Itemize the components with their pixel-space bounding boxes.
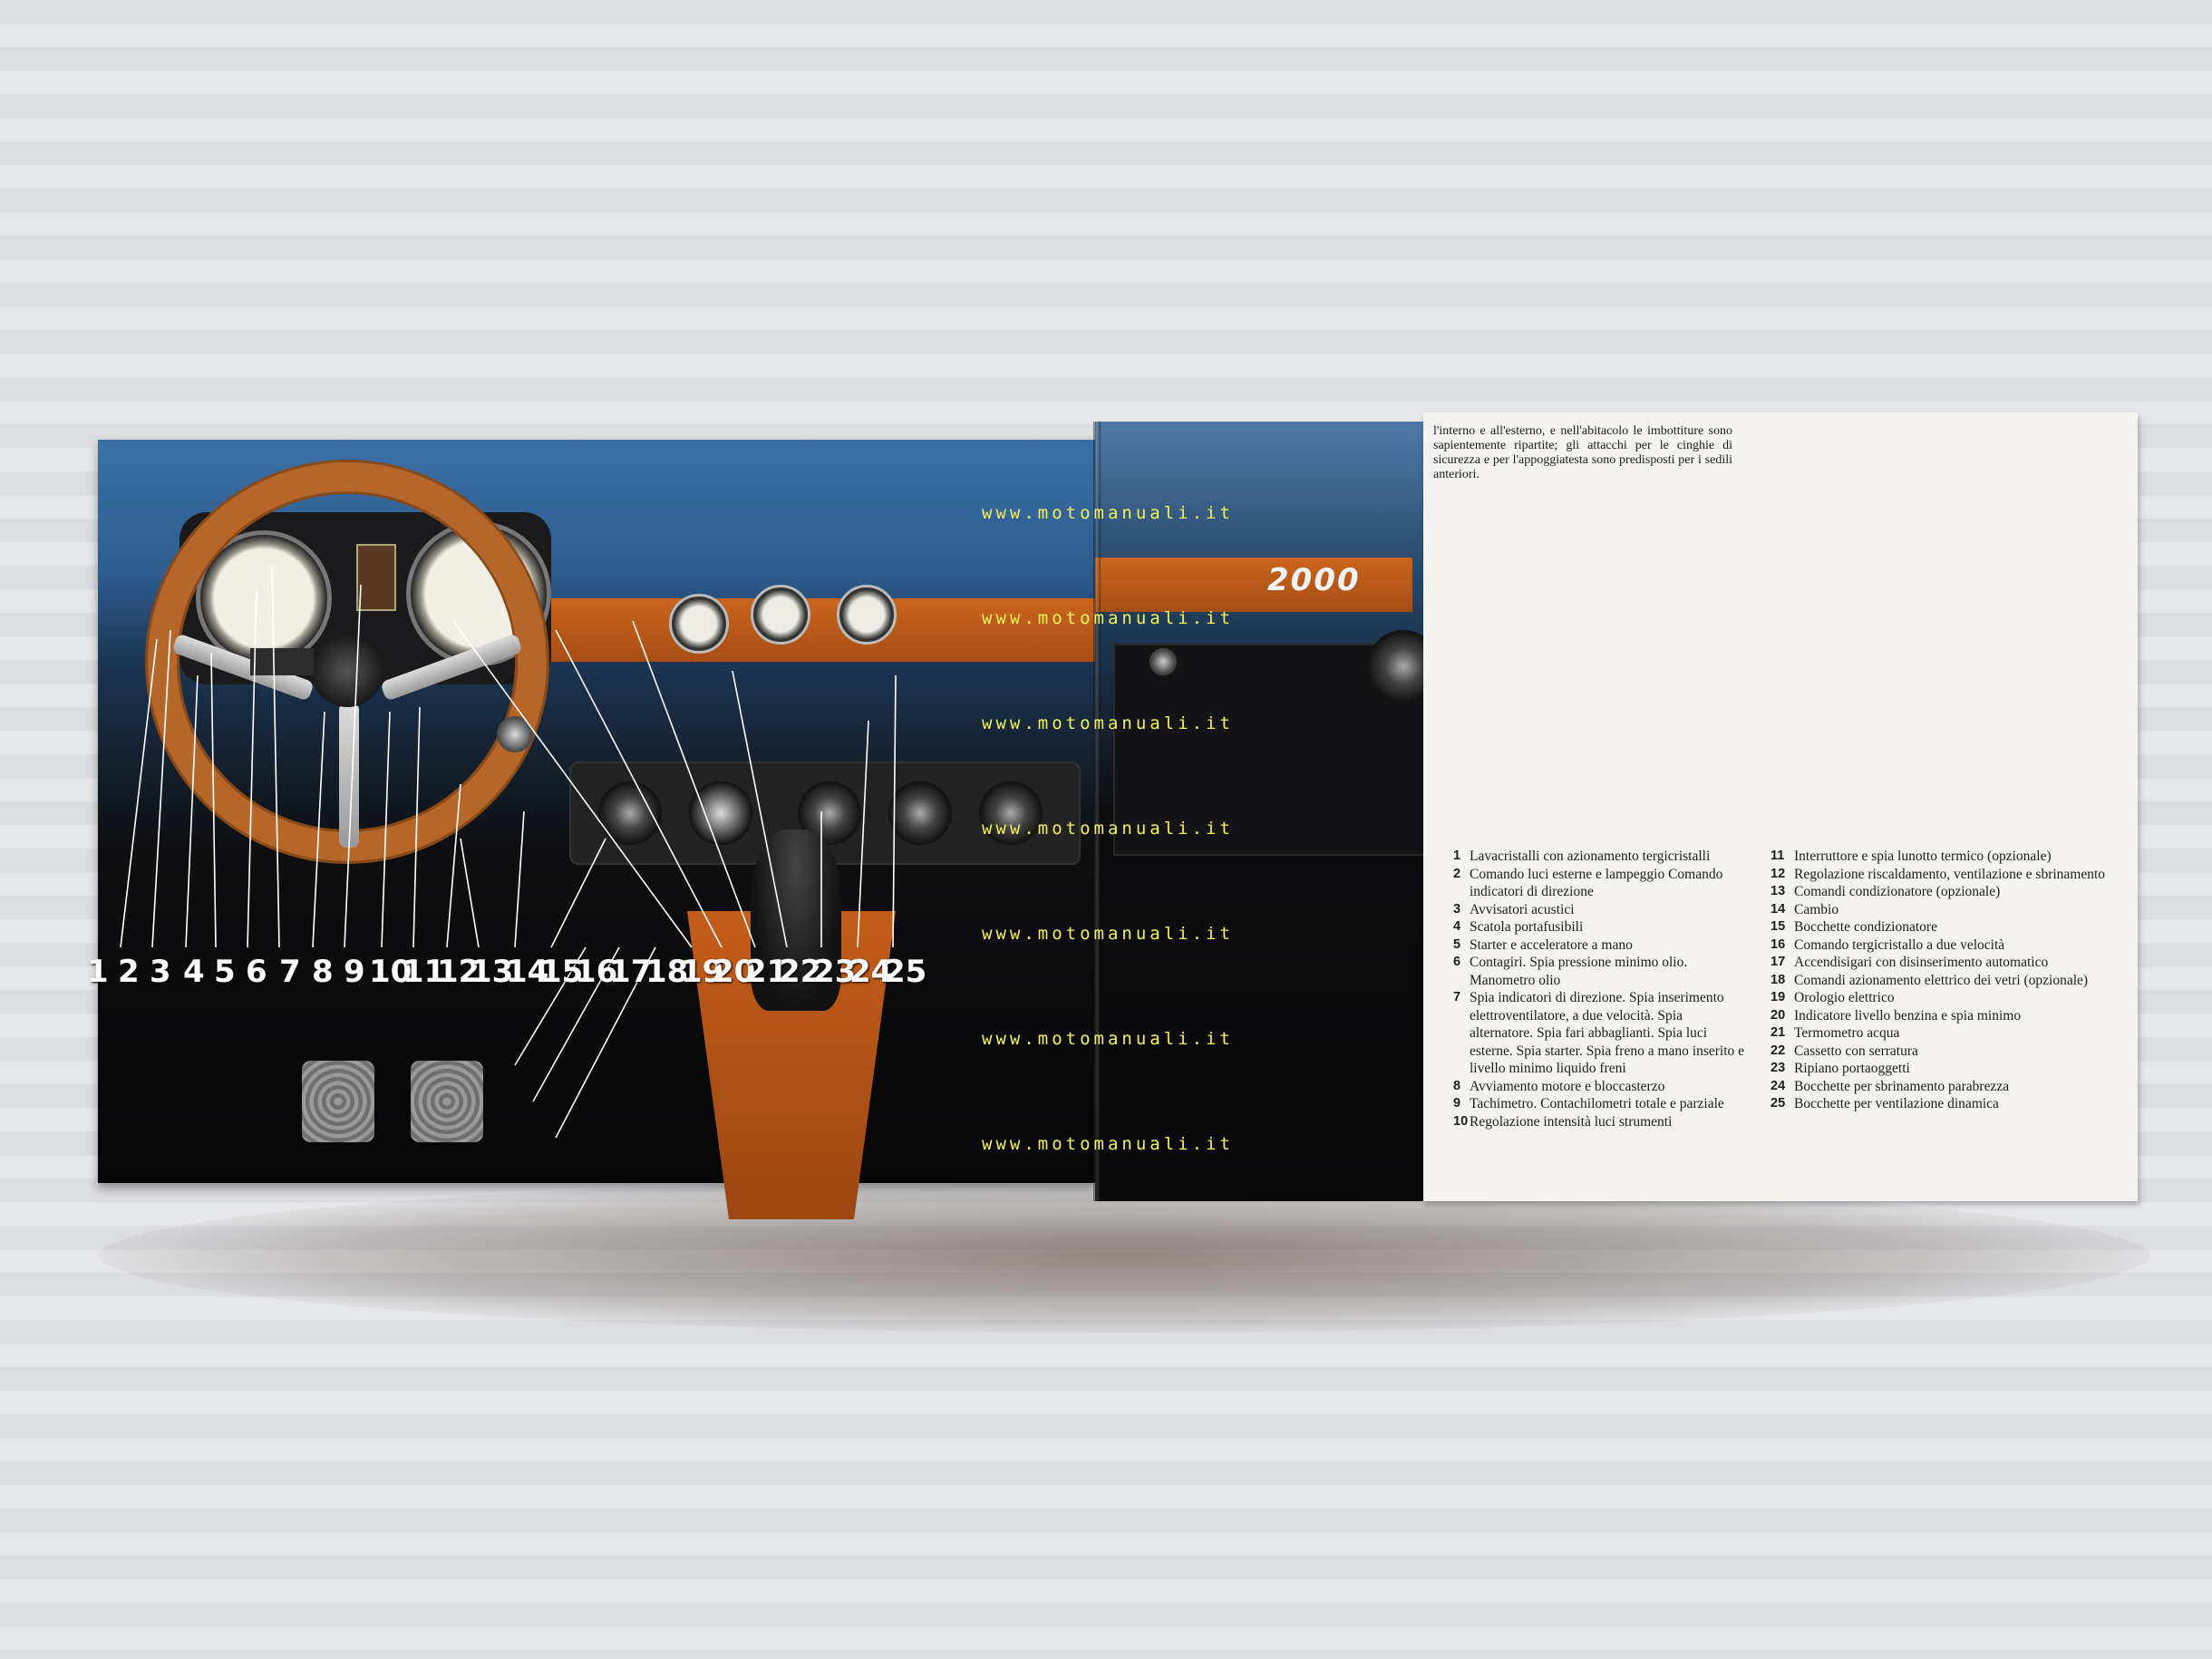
callout-10: 10 <box>369 954 412 990</box>
intro-paragraph: l'interno e all'esterno, e nell'abitacol… <box>1433 424 1732 481</box>
callout-19: 19 <box>681 954 724 990</box>
callout-20: 20 <box>713 954 756 990</box>
callout-4: 4 <box>183 954 205 990</box>
callout-25: 25 <box>884 954 927 990</box>
heater-control <box>689 781 752 845</box>
brochure-shadow <box>100 1179 2149 1333</box>
vent-center <box>888 781 952 845</box>
watermark-6: www.motomanuali.it <box>982 1029 1234 1049</box>
callout-leader-lines <box>120 566 897 1139</box>
gear-lever <box>751 830 841 1011</box>
watermark-4: www.motomanuali.it <box>982 819 1234 839</box>
callout-16: 16 <box>575 954 618 990</box>
model-badge: 2000 <box>1267 562 1361 598</box>
callout-14: 14 <box>506 954 549 990</box>
callout-7: 7 <box>279 954 301 990</box>
callout-22: 22 <box>779 954 822 990</box>
watermark-2: www.motomanuali.it <box>982 608 1234 628</box>
glovebox-lock <box>1150 648 1177 675</box>
brochure: 2000 <box>87 412 2138 1219</box>
callout-9: 9 <box>344 954 365 990</box>
callout-21: 21 <box>745 954 789 990</box>
callout-8: 8 <box>312 954 334 990</box>
callout-12: 12 <box>437 954 480 990</box>
callout-15: 15 <box>540 954 584 990</box>
hazard-switches <box>250 648 314 675</box>
text-page <box>1423 412 2138 1201</box>
callout-17: 17 <box>609 954 653 990</box>
spine-fold <box>1093 422 1101 1201</box>
callout-2: 2 <box>118 954 140 990</box>
callout-6: 6 <box>246 954 267 990</box>
brake-pedal <box>411 1061 483 1142</box>
horn-hub <box>311 635 383 707</box>
vent-right <box>979 781 1043 845</box>
watermark-5: www.motomanuali.it <box>982 924 1234 944</box>
callout-13: 13 <box>471 954 514 990</box>
water-temp-gauge <box>837 585 897 645</box>
callout-5: 5 <box>214 954 236 990</box>
clutch-pedal <box>302 1061 374 1142</box>
callout-3: 3 <box>150 954 171 990</box>
callout-1: 1 <box>87 954 109 990</box>
clock-gauge <box>669 594 729 654</box>
dashboard-photo-left <box>98 440 1421 1219</box>
watermark-7: www.motomanuali.it <box>982 1134 1234 1154</box>
watermark-1: www.motomanuali.it <box>982 503 1234 523</box>
callout-18: 18 <box>645 954 689 990</box>
fuel-gauge <box>751 585 810 645</box>
callout-11: 11 <box>403 954 446 990</box>
watermark-3: www.motomanuali.it <box>982 713 1234 733</box>
callout-24: 24 <box>849 954 893 990</box>
wood-dash-band-right <box>1095 558 1412 612</box>
callout-23: 23 <box>813 954 857 990</box>
